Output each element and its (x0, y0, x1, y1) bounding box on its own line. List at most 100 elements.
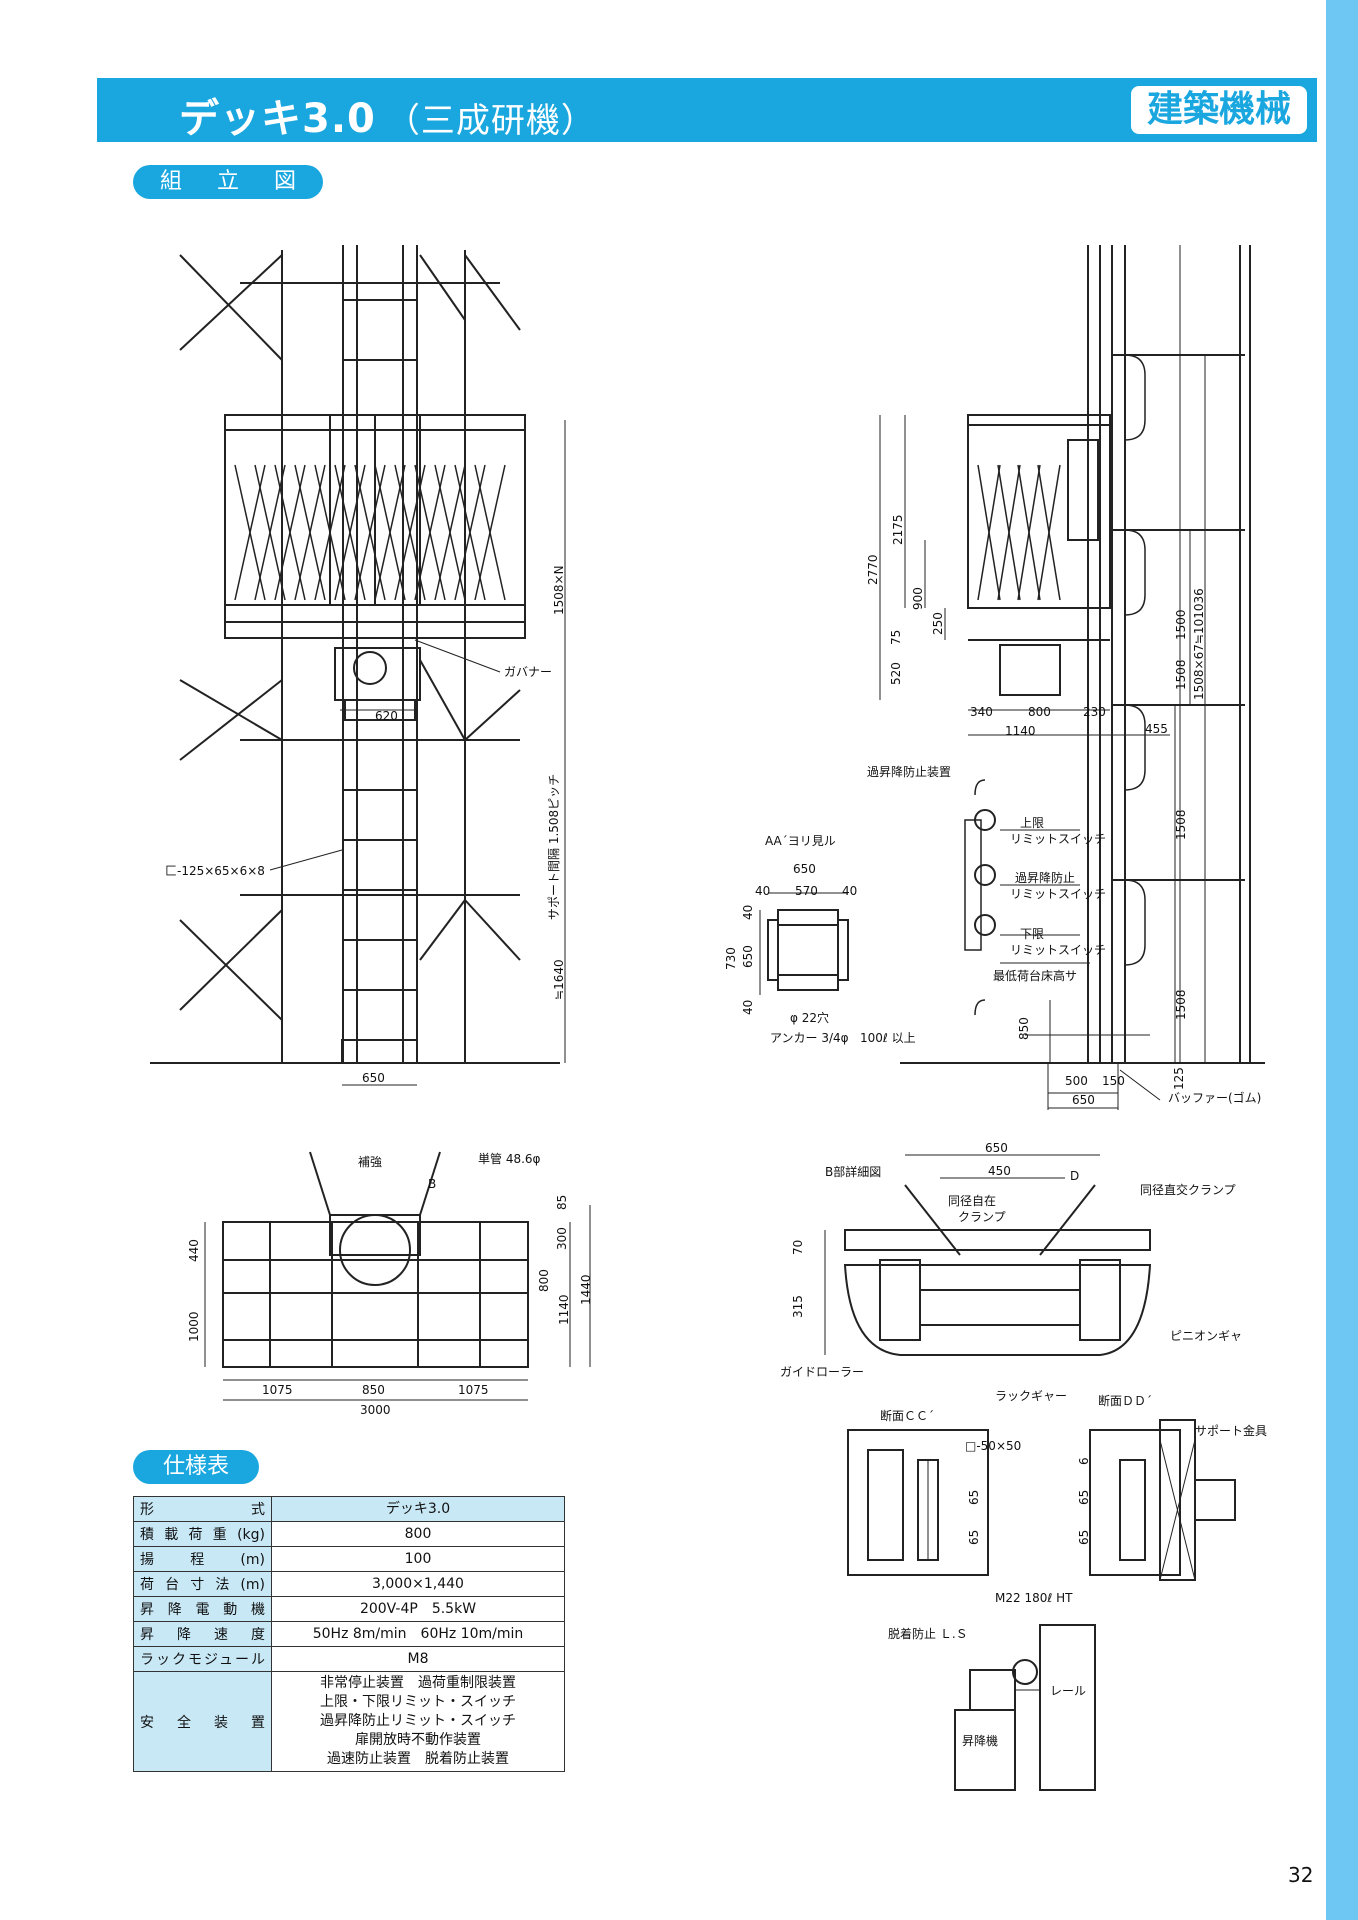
title-text: デッキ3.0 (179, 96, 376, 142)
spec-value: 200V-4P 5.5kW (271, 1596, 565, 1622)
category-badge: 建築機械 (1130, 86, 1307, 134)
dim-1640: ≒1640 (552, 959, 566, 1000)
dim-300: 300 (555, 1227, 569, 1250)
spec-value-line: 扉開放時不動作装置 (355, 1732, 481, 1748)
dim-650-base: 650 (362, 1071, 385, 1085)
spec-label: 昇降電動機 (133, 1596, 272, 1622)
dim-1508b: 1508 (1174, 809, 1188, 840)
spec-row: 安全装置非常停止装置 過荷重制限装置上限・下限リミット・スイッチ過昇降防止リミッ… (133, 1671, 565, 1772)
spec-value: 3,000×1,440 (271, 1571, 565, 1597)
dim-150: 150 (1102, 1074, 1125, 1088)
dim-aa-730: 730 (724, 947, 738, 970)
label-min-floor: 最低荷台床高サ (993, 968, 1077, 983)
dim-65b: 65 (1077, 1530, 1091, 1545)
page-title: デッキ3.0（三成研機） (179, 86, 596, 144)
label-rack-gear: ラックギャー (995, 1389, 1067, 1403)
label-square-pipe: □-50×50 (965, 1439, 1021, 1453)
dim-1508n: 1508×N (552, 565, 566, 615)
dim-aa-40c: 40 (741, 905, 755, 920)
dim-6: 6 (1077, 1457, 1091, 1465)
dim-1440: 1440 (579, 1274, 593, 1305)
dim-650b: 650 (1072, 1093, 1095, 1107)
dim-620: 620 (375, 709, 398, 723)
dim-aa-40d: 40 (741, 1000, 755, 1015)
dim-800b: 800 (537, 1269, 551, 1292)
dim-b650: 650 (985, 1141, 1008, 1155)
dim-1508a: 1508 (1174, 659, 1188, 690)
label-aa-view: AA´ヨリ見ル (765, 834, 836, 848)
label-mark-d: D (1070, 1169, 1079, 1183)
label-upper-limit: 上限 (1020, 816, 1044, 830)
label-guide-roller: ガイドローラー (780, 1365, 864, 1379)
dim-850: 850 (1017, 1017, 1031, 1040)
section-cc-drawing (847, 1429, 989, 1576)
label-section-cc: 断面ＣＣ´ (880, 1408, 934, 1423)
dim-aa-650: 650 (793, 862, 816, 876)
label-pinion: ピニオンギャ (1170, 1329, 1242, 1343)
section-label-spec: 仕様表 (133, 1450, 259, 1484)
right-elevation (879, 245, 1265, 1110)
label-right-clamp: 同径直交クランプ (1140, 1182, 1236, 1197)
dim-1075b: 1075 (458, 1383, 489, 1397)
spec-label: ラックモジュール (133, 1646, 272, 1672)
label-channel: 匚-125×65×6×8 (165, 864, 265, 878)
spec-value: 100 (271, 1546, 565, 1572)
spec-value-line: 過昇降防止リミット・スイッチ (320, 1713, 516, 1729)
dim-1140b: 1140 (557, 1294, 571, 1325)
label-b-detail: B部詳細図 (825, 1164, 881, 1179)
spec-value: M8 (271, 1646, 565, 1672)
label-support-fitting: サポート金具 (1195, 1423, 1267, 1438)
spec-label: 形式 (133, 1496, 272, 1522)
label-rail: レール (1050, 1684, 1086, 1698)
label-buffer: バッファー(ゴム) (1168, 1090, 1261, 1105)
label-overrun: 過昇降防止装置 (867, 764, 951, 779)
dim-900: 900 (911, 587, 925, 610)
label-single-pipe: 単管 48.6φ (478, 1151, 541, 1166)
label-overrun-sw: 過昇降防止 (1015, 870, 1075, 885)
dim-total-height: 1508×67≒101036 (1192, 588, 1206, 700)
spec-value-line: 上限・下限リミット・スイッチ (320, 1694, 516, 1710)
spec-label: 積載荷重(kg) (133, 1521, 272, 1547)
dim-65a: 65 (1077, 1490, 1091, 1505)
page-number: 32 (1288, 1863, 1314, 1887)
label-bolt: M22 180ℓ HT (995, 1591, 1073, 1605)
plan-view-drawing (204, 1151, 591, 1401)
spec-value-line: M8 (407, 1650, 429, 1667)
spec-value: 800 (271, 1521, 565, 1547)
dim-125: 125 (1172, 1067, 1186, 1090)
label-oil: 100ℓ 以上 (860, 1031, 916, 1045)
spec-label: 安全装置 (133, 1671, 272, 1772)
spec-value: 非常停止装置 過荷重制限装置上限・下限リミット・スイッチ過昇降防止リミット・スイ… (271, 1671, 565, 1772)
label-anchor: アンカー 3/4φ (770, 1031, 849, 1045)
dim-1508c: 1508 (1174, 989, 1188, 1020)
label-limit-sw3: リミットスイッチ (1010, 943, 1106, 957)
side-strip (1326, 0, 1358, 1920)
spec-value-line: デッキ3.0 (385, 1500, 451, 1517)
dim-b315: 315 (791, 1295, 805, 1318)
spec-row: ラックモジュール M8 (133, 1646, 565, 1672)
spec-value: デッキ3.0 (271, 1496, 565, 1522)
dim-340: 340 (970, 705, 993, 719)
dim-c65b: 65 (967, 1530, 981, 1545)
dim-b70: 70 (791, 1240, 805, 1255)
label-hole: φ 22穴 (790, 1010, 829, 1025)
header-bar: デッキ3.0（三成研機） 建築機械 (97, 78, 1317, 142)
dim-800: 800 (1028, 705, 1051, 719)
label-derail: 脱着防止 Ｌ.Ｓ (888, 1626, 968, 1641)
label-governor: ガバナー (504, 665, 552, 679)
dim-500: 500 (1065, 1074, 1088, 1088)
label-section-dd: 断面ＤＤ´ (1098, 1393, 1152, 1408)
dim-1075a: 1075 (262, 1383, 293, 1397)
spec-label: 昇降速度 (133, 1621, 272, 1647)
label-limit-sw2: リミットスイッチ (1010, 887, 1106, 901)
dim-1000: 1000 (187, 1311, 201, 1342)
dim-2175: 2175 (891, 514, 905, 545)
spec-value-line: 非常停止装置 過荷重制限装置 (320, 1675, 516, 1691)
dim-1140: 1140 (1005, 724, 1036, 738)
spec-row: 積載荷重(kg)800 (133, 1521, 565, 1547)
dim-3000: 3000 (360, 1403, 391, 1417)
spec-value-line: 過速防止装置 脱着防止装置 (327, 1751, 509, 1767)
